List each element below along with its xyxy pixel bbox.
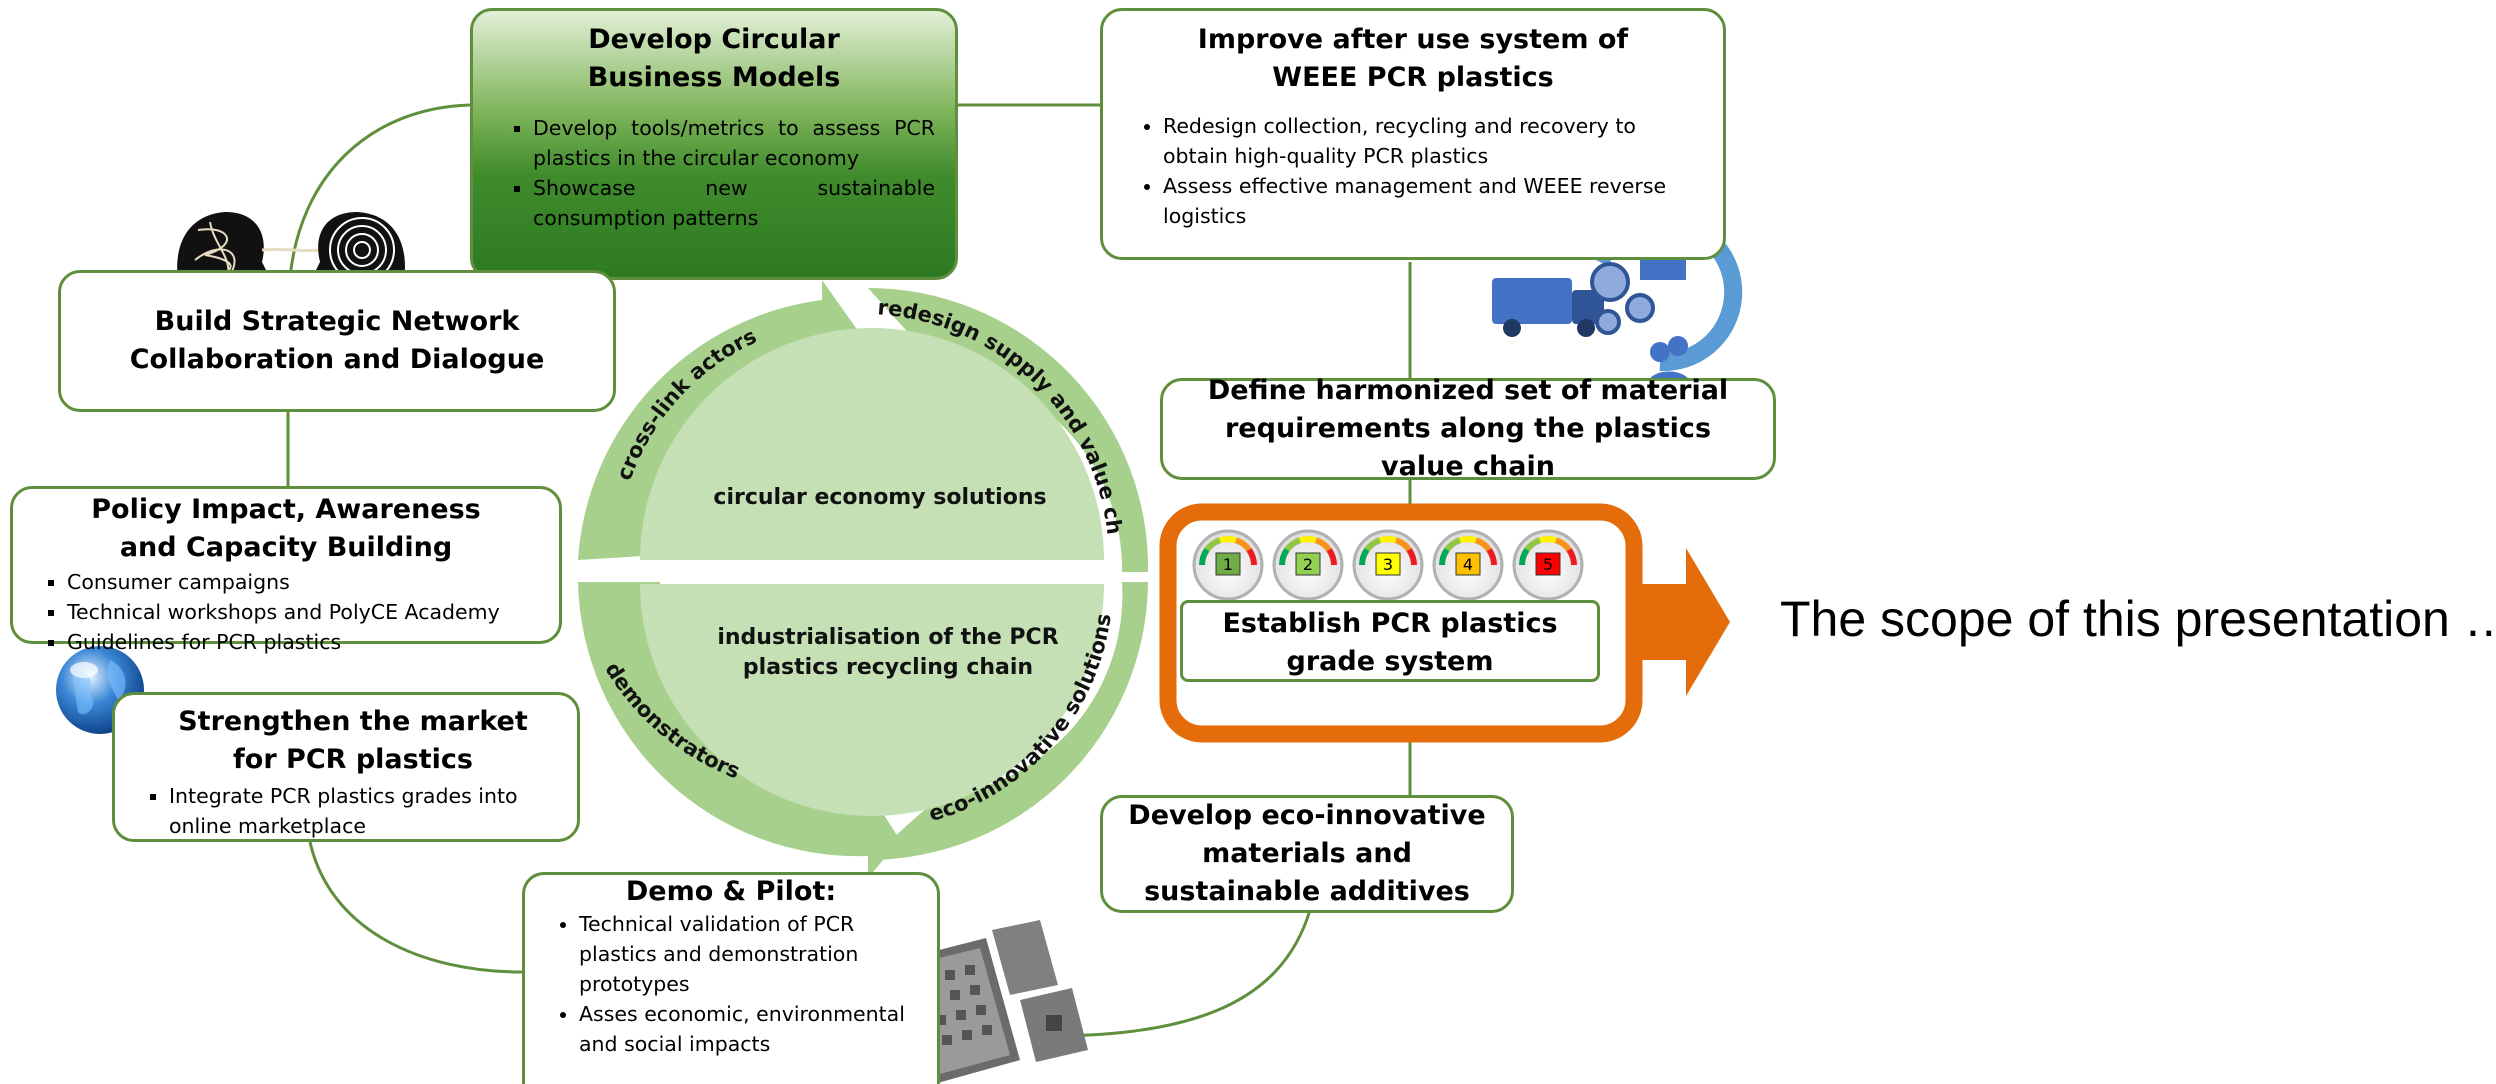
grade-system-box: Establish PCR plastics grade system [1180, 600, 1600, 682]
policy-impact-title: Policy Impact, Awareness and Capacity Bu… [91, 494, 481, 563]
inner-top [640, 328, 1104, 560]
list-item: Consumer campaigns [67, 567, 545, 597]
list-item: Showcase new sustainable consumption pat… [533, 173, 935, 233]
demo-pilot-title: Demo & Pilot: [625, 876, 837, 907]
policy-impact-list: Consumer campaigns Technical workshops a… [27, 567, 545, 657]
connector-lines [286, 103, 1412, 1038]
market-title: Strengthen the market for PCR plastics [178, 706, 528, 775]
market-box: Strengthen the market for PCR plastics I… [112, 692, 580, 842]
market-list: Integrate PCR plastics grades into onlin… [129, 781, 563, 841]
grade-system-title: Establish PCR plastics grade system [1222, 608, 1558, 677]
strategic-network-box: Build Strategic Network Collaboration an… [58, 270, 616, 412]
list-item: Guidelines for PCR plastics [67, 627, 545, 657]
weee-system-list: Redesign collection, recycling and recov… [1123, 111, 1703, 231]
policy-impact-box: Policy Impact, Awareness and Capacity Bu… [10, 486, 562, 654]
scope-text: The scope of this presentation … [1780, 591, 2496, 647]
list-item: Asses economic, environmental and social… [579, 999, 923, 1059]
material-requirements-title: Define harmonized set of material requir… [1207, 375, 1729, 482]
demo-pilot-box: Demo & Pilot: Technical validation of PC… [522, 872, 940, 1084]
eco-materials-box: Develop eco-innovative materials and sus… [1100, 795, 1514, 913]
business-models-box: Develop Circular Business Models Develop… [470, 8, 958, 280]
eco-materials-title: Develop eco-innovative materials and sus… [1128, 800, 1486, 907]
material-requirements-box: Define harmonized set of material requir… [1160, 375, 1776, 482]
inner-bottom [640, 584, 1104, 816]
scope-arrow-icon [1634, 548, 1730, 696]
cycle-diagram [578, 280, 1148, 878]
weee-system-box: Improve after use system of WEEE PCR pla… [1100, 8, 1726, 260]
list-item: Integrate PCR plastics grades into onlin… [169, 781, 563, 841]
weee-system-title: Improve after use system of WEEE PCR pla… [1197, 24, 1629, 93]
demo-pilot-list: Technical validation of PCR plastics and… [539, 909, 923, 1059]
arc-eco-innovative [868, 582, 1148, 860]
list-item: Redesign collection, recycling and recov… [1163, 111, 1703, 171]
list-item: Technical validation of PCR plastics and… [579, 909, 923, 999]
list-item: Assess effective management and WEEE rev… [1163, 171, 1703, 231]
list-item: Develop tools/metrics to assess PCR plas… [533, 113, 935, 173]
business-models-list: Develop tools/metrics to assess PCR plas… [493, 113, 935, 233]
strategic-network-title: Build Strategic Network Collaboration an… [129, 306, 545, 375]
list-item: Technical workshops and PolyCE Academy [67, 597, 545, 627]
business-models-title: Develop Circular Business Models [587, 24, 841, 93]
